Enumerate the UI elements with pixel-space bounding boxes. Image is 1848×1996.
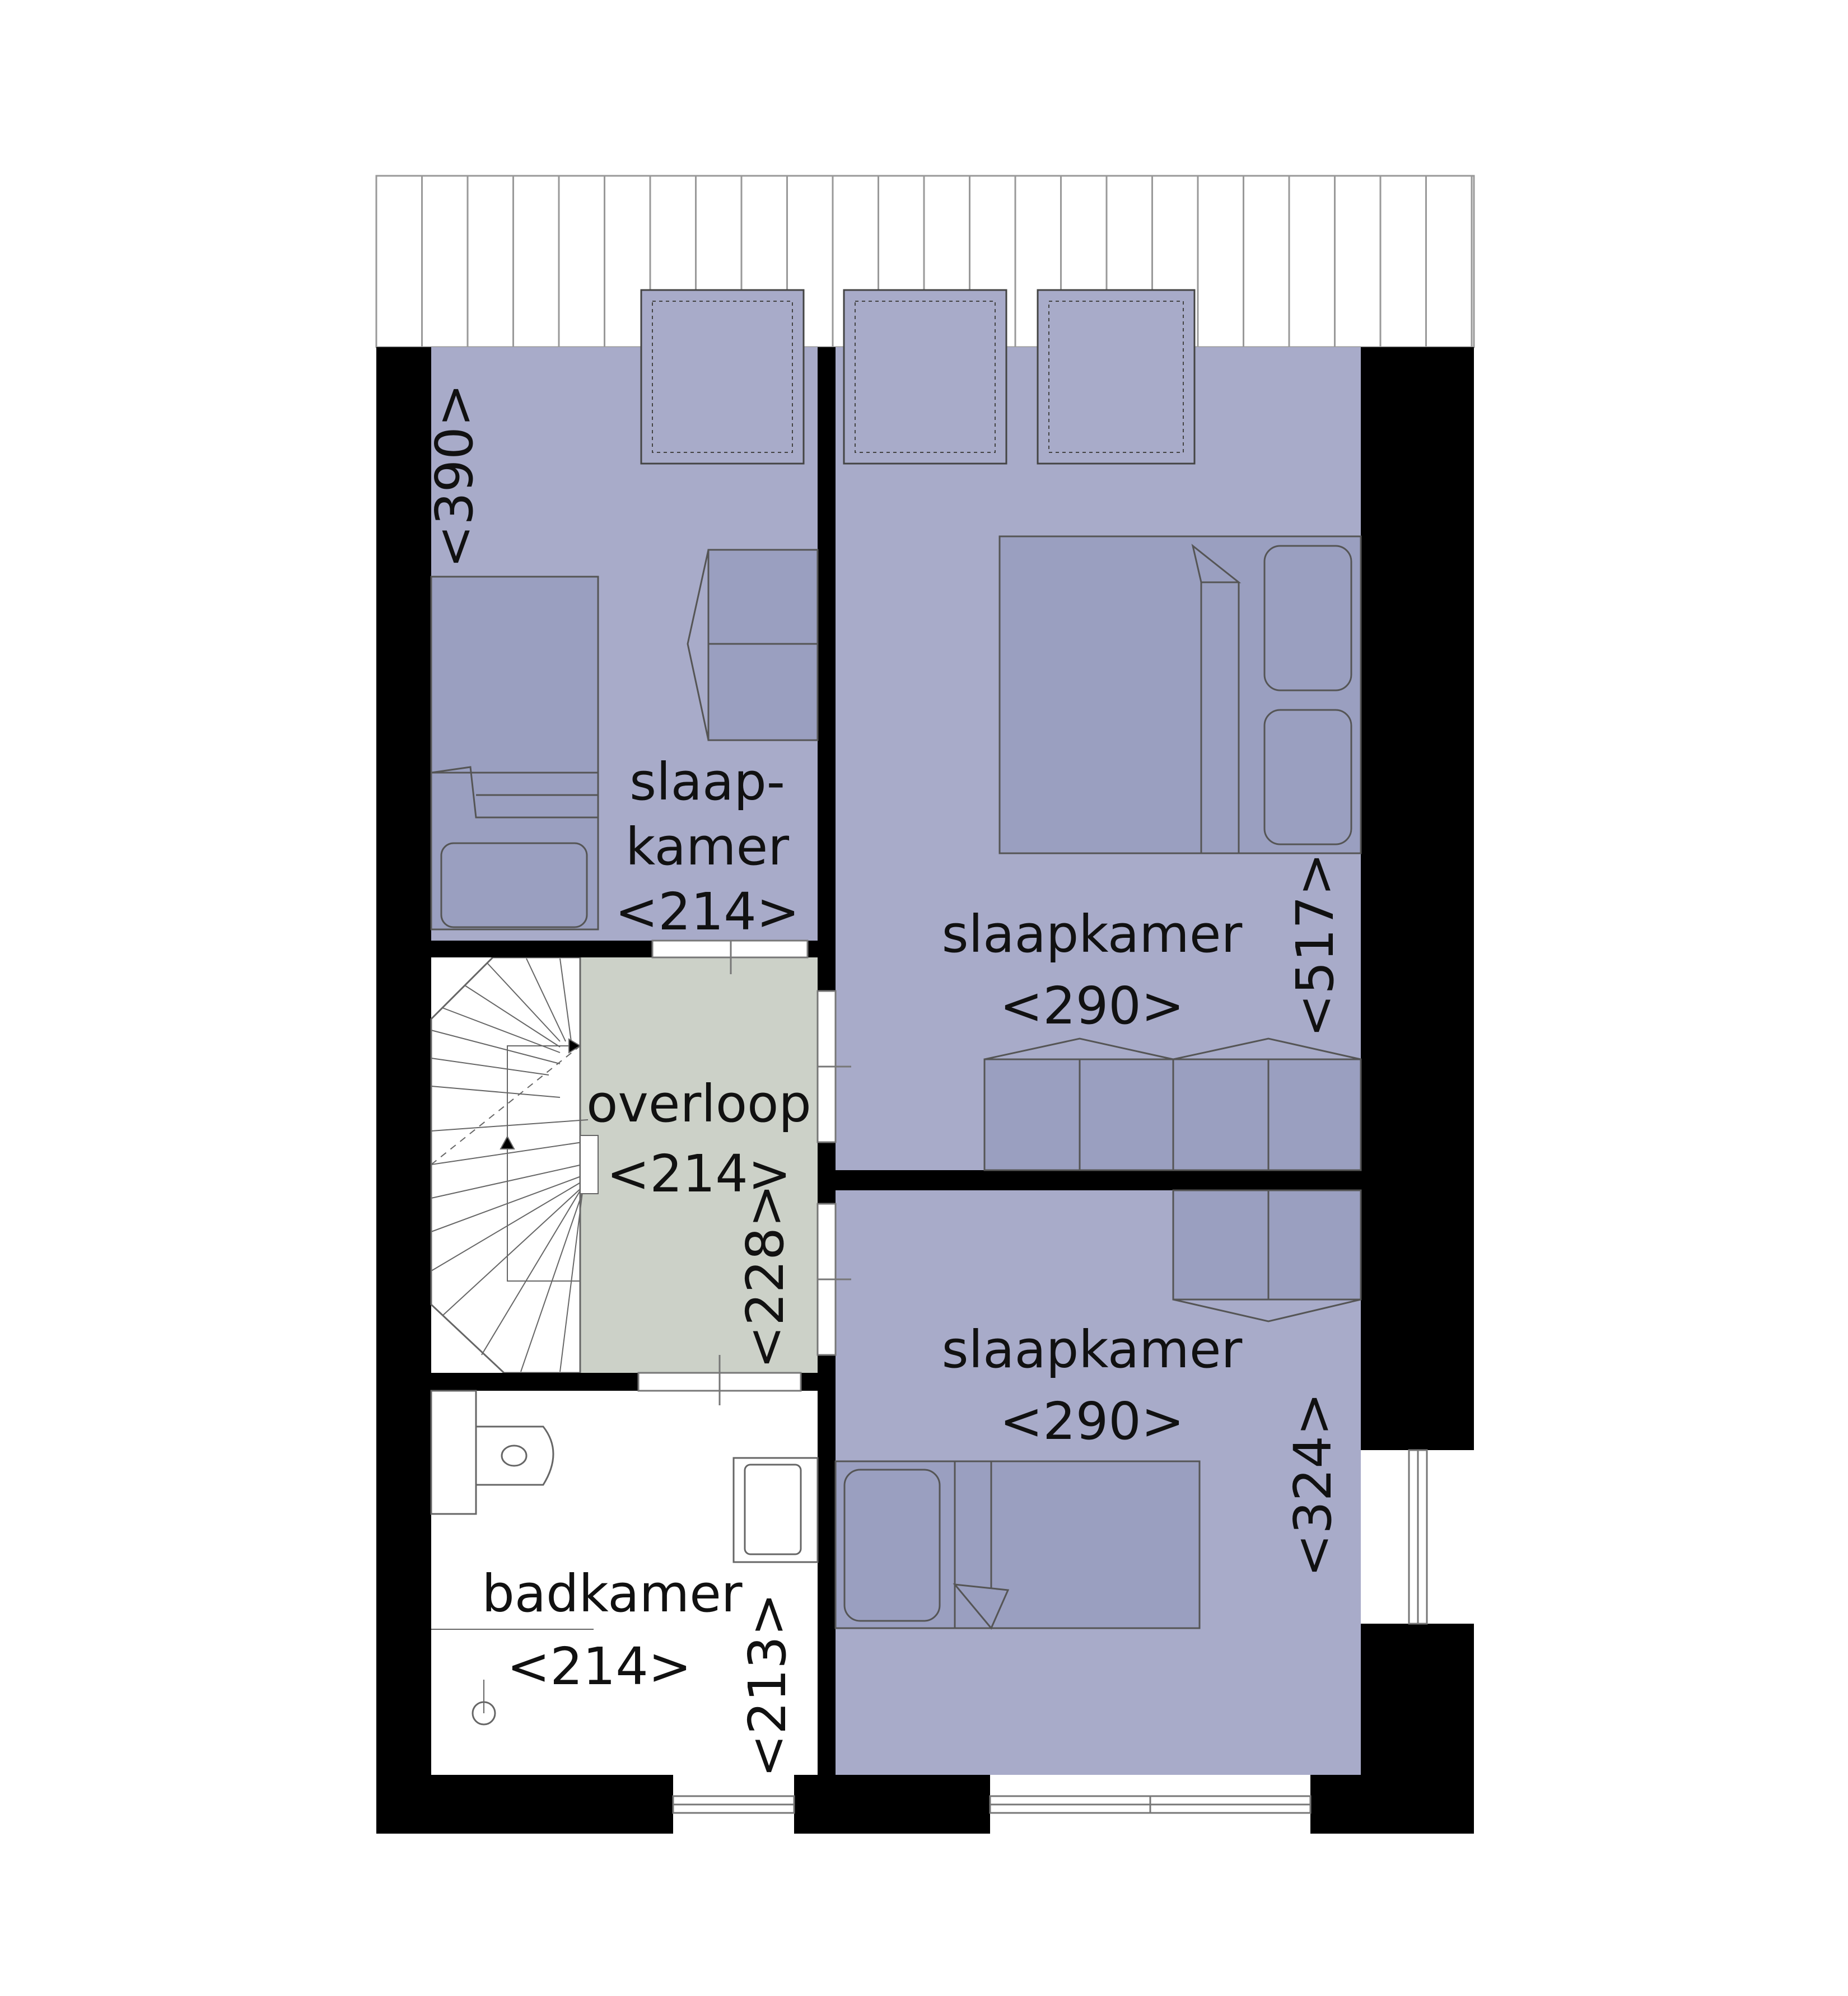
pillow-icon <box>843 1469 941 1622</box>
bed-icon <box>998 535 1362 854</box>
toilet-icon <box>430 1390 554 1515</box>
bedroom-top-name: slaapkamer <box>942 904 1243 964</box>
wardrobe-icon <box>983 1037 1362 1171</box>
room-labels: slaap- kamer <214> <390> slaapkamer <290… <box>424 384 1345 1778</box>
bed-icon <box>430 576 599 931</box>
bedroom-small-name-1: slaap- <box>629 752 785 812</box>
staircase-treads <box>431 958 599 1372</box>
bedroom-top-depth: <517> <box>1285 853 1345 1037</box>
door-icon <box>637 939 851 1405</box>
landing-depth: <228> <box>735 1184 795 1369</box>
landing-width: <214> <box>606 1144 791 1204</box>
interior-walls <box>431 347 1361 1778</box>
bedroom-small-depth: <390> <box>424 384 484 568</box>
shower-drain-icon <box>431 1629 594 1726</box>
outer-walls <box>376 347 1474 1834</box>
bedroom-bottom-depth: <324> <box>1283 1392 1343 1577</box>
skylight-inner <box>652 301 1184 453</box>
pillow-icon <box>1263 709 1352 845</box>
bedroom-bottom-name: slaapkamer <box>942 1320 1243 1380</box>
window-icon <box>672 1449 1428 1814</box>
bathroom-width: <214> <box>507 1637 692 1696</box>
bedroom-top-width: <290> <box>1000 976 1184 1036</box>
bathroom-depth: <213> <box>738 1593 797 1778</box>
bathroom-name: badkamer <box>482 1564 742 1624</box>
bed-icon <box>834 1460 1201 1630</box>
landing-name: overloop <box>586 1074 811 1134</box>
pillow-icon <box>1263 545 1352 691</box>
washbasin-icon <box>732 1457 819 1563</box>
staircase-icon <box>430 956 581 1374</box>
skylight-icon <box>640 289 1196 465</box>
pillow-icon <box>440 842 588 928</box>
wardrobe-icon <box>687 549 819 741</box>
room-landing <box>580 957 818 1373</box>
wardrobe-icon <box>1172 1189 1362 1322</box>
bedroom-small-name-2: kamer <box>626 817 789 877</box>
bedroom-bottom-width: <290> <box>1000 1391 1184 1451</box>
bedroom-small-width: <214> <box>615 882 800 942</box>
